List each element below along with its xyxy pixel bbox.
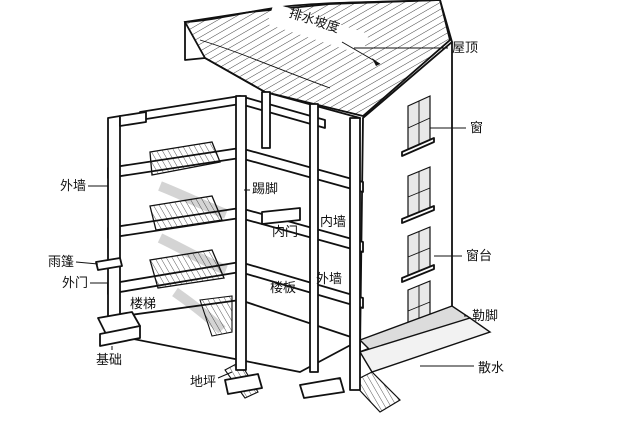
window-3 [401, 226, 435, 283]
label-interior-wall: 内墙 [320, 214, 346, 230]
label-skirting: 踢脚 [252, 181, 278, 197]
staircase [95, 141, 233, 337]
apron [358, 317, 492, 373]
label-window: 窗 [470, 120, 483, 136]
label-exterior-wall-left: 外墙 [60, 179, 86, 194]
interior-walls [224, 91, 361, 399]
left-exterior-wall [97, 111, 147, 347]
window-2 [401, 166, 435, 224]
label-foundation: 基础 [96, 353, 122, 368]
label-floor-slab: 楼板 [270, 281, 296, 296]
label-interior-door: 内门 [272, 224, 298, 240]
label-stairs: 楼梯 [130, 297, 156, 312]
label-apron: 散水 [478, 361, 504, 376]
label-roof: 屋顶 [452, 41, 478, 56]
label-plinth: 勒脚 [472, 308, 498, 324]
label-canopy: 雨篷 [48, 255, 74, 270]
window-1 [401, 95, 435, 157]
label-ground-floor: 地坪 [190, 375, 216, 390]
label-exterior-wall-right: 外墙 [316, 272, 342, 287]
label-window-sill: 窗台 [466, 248, 492, 264]
exterior-facade [351, 41, 492, 413]
label-exterior-door: 外门 [62, 276, 88, 291]
